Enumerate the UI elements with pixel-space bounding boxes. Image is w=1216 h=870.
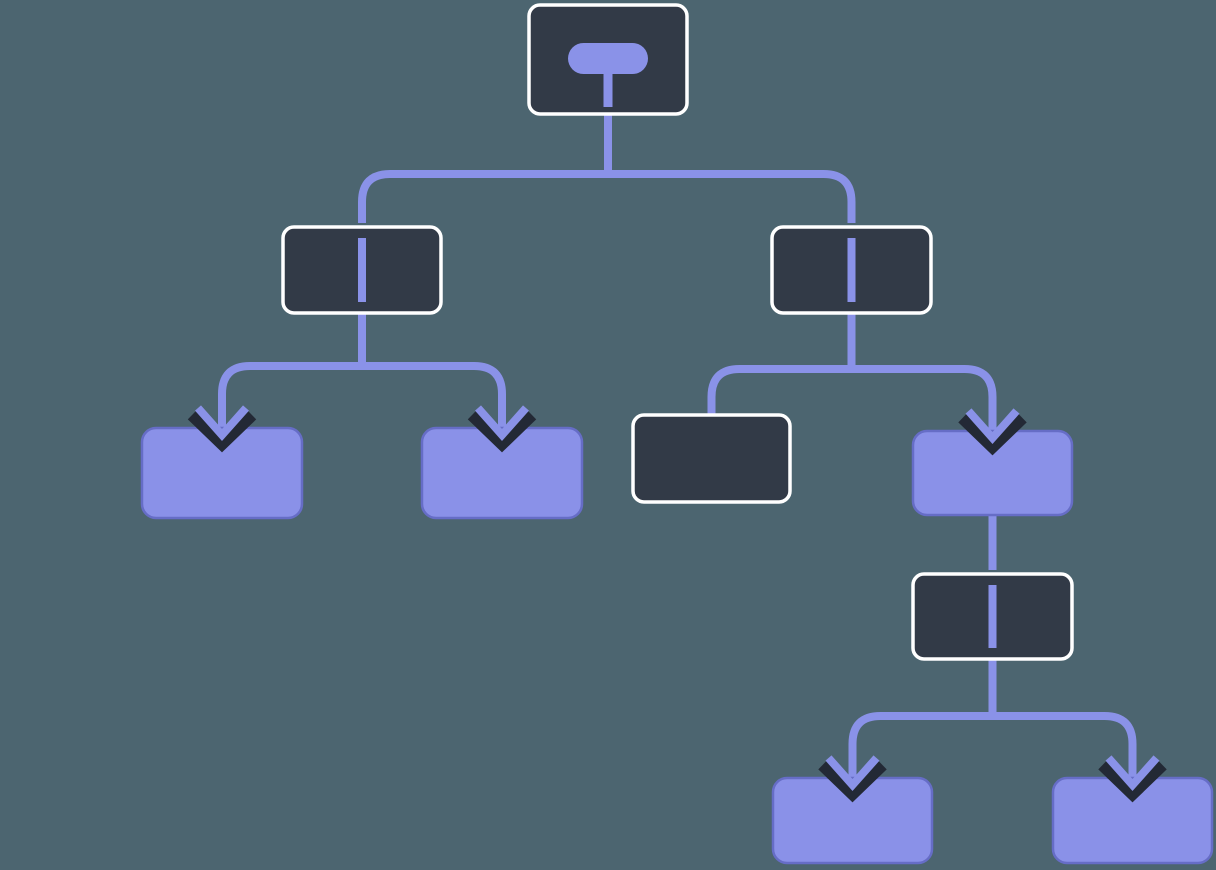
mid-purple-node[interactable] xyxy=(911,429,1074,517)
leaf-bottom-2-node[interactable] xyxy=(1051,776,1214,865)
connector-rail-branch-left-node xyxy=(218,362,506,430)
arrow-down-icon xyxy=(195,405,249,442)
leaf-bottom-1-node[interactable] xyxy=(771,776,934,865)
node-layer xyxy=(140,3,1214,865)
pill-icon xyxy=(568,43,648,74)
arrow-down-icon xyxy=(965,408,1020,445)
connector-rail-branch-right-node xyxy=(707,365,997,433)
arrow-down-outline-icon xyxy=(1098,758,1167,803)
arrow-down-outline-icon xyxy=(187,408,257,453)
connector-layer xyxy=(218,114,1137,780)
arrow-down-icon xyxy=(475,405,529,442)
connector-rail-branch-bottom-node xyxy=(848,712,1137,780)
connector-rail-root-node xyxy=(358,170,856,223)
arrow-down-outline-icon xyxy=(818,758,887,803)
arrow-layer xyxy=(187,405,1167,803)
leaf-left-1-node[interactable] xyxy=(140,426,304,520)
arrow-down-outline-icon xyxy=(467,408,537,453)
leaf-left-2-node[interactable] xyxy=(420,426,584,520)
mid-dark-node[interactable] xyxy=(631,413,792,504)
arrow-down-icon xyxy=(1105,755,1160,792)
arrow-down-icon xyxy=(825,755,880,792)
decor-layer xyxy=(358,43,997,648)
arrow-down-outline-icon xyxy=(958,411,1027,456)
